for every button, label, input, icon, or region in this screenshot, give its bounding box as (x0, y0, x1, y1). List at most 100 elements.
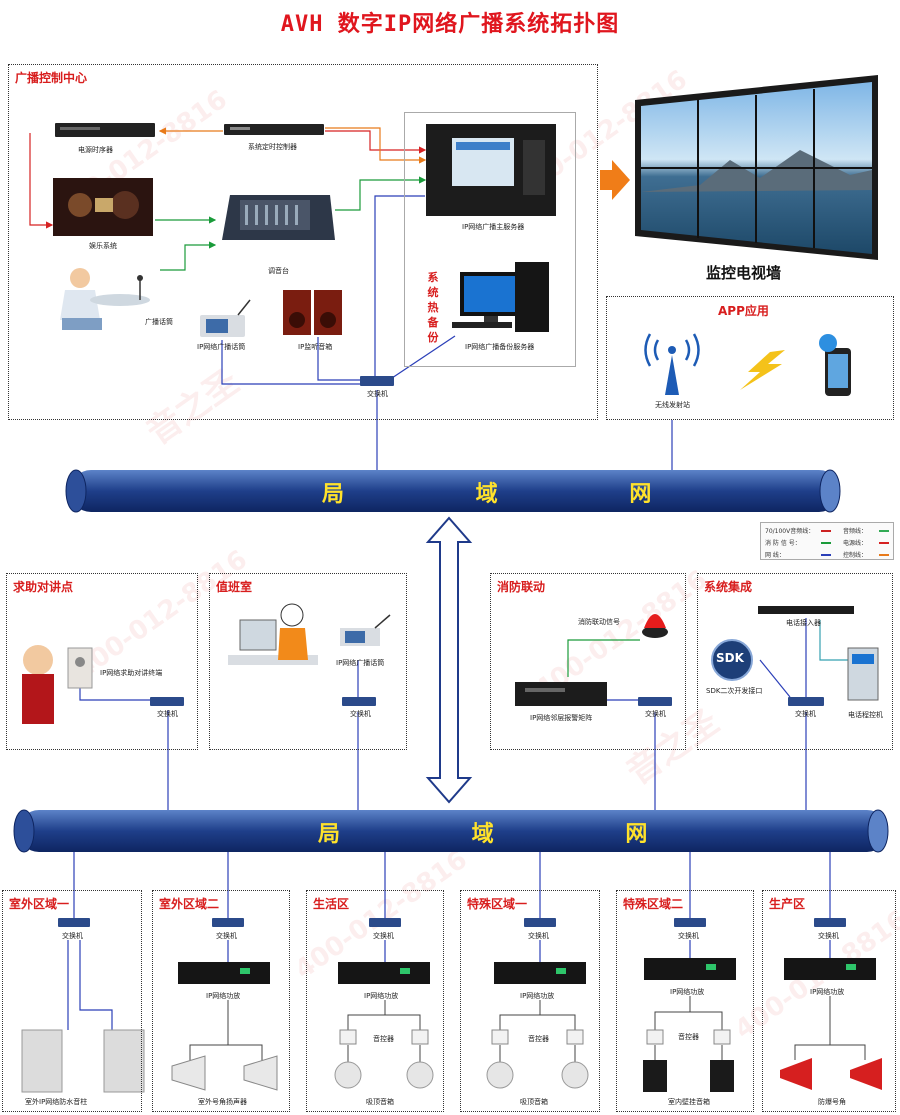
entertainment-device (53, 178, 153, 236)
zone-amp-label: IP网络功放 (520, 992, 555, 1000)
zone4-switch-device (524, 918, 556, 927)
power-sequencer-device (55, 123, 155, 137)
wall-speaker (643, 1060, 667, 1092)
duty-switch-device (342, 697, 376, 706)
zone-switch-label: 交换机 (678, 932, 699, 940)
legend-item: 控制线： (843, 552, 868, 559)
zone-switch-label: 交换机 (528, 932, 549, 940)
integration-switch-label: 交换机 (795, 710, 816, 718)
integration-title: 系统集成 (704, 580, 753, 594)
mixer-label: 调音台 (268, 267, 289, 275)
zone-device-label: 吸顶音箱 (520, 1098, 548, 1106)
zone2-switch-device (212, 918, 244, 927)
duty-room-desk (228, 603, 318, 665)
legend-item: 70/100V音频线： (765, 528, 815, 535)
zone-ctrl-label: 音控器 (678, 1033, 699, 1041)
control-center-panel: 广播控制中心 (8, 64, 598, 420)
pbx-device (847, 647, 879, 701)
lan-backbone-lower (13, 809, 889, 853)
page-title: AVH 数字IP网络广播系统拓扑图 (280, 12, 620, 37)
legend: 70/100V音频线： 音频线： 消 防 信 号： 电源线： 网 线： 控制线： (760, 522, 894, 560)
zone3-switch-device (369, 918, 401, 927)
zone-device-label: 室外号角扬声器 (198, 1098, 247, 1106)
phone-access-label: 电话接入器 (786, 619, 821, 627)
ceiling-speaker (406, 1061, 434, 1089)
sdk-logo-text: SDK (716, 651, 744, 665)
cc-switch-label: 交换机 (367, 390, 388, 398)
zone-title: 特殊区域一 (467, 897, 528, 911)
help-switch-device (150, 697, 184, 706)
zone5-amp-device (644, 958, 736, 980)
sdk-label: SDK二次开发接口 (706, 687, 763, 695)
zone-title: 室外区域二 (159, 897, 220, 911)
entertainment-label: 娱乐系统 (89, 242, 117, 250)
zone-amp-label: IP网络功放 (810, 988, 845, 996)
zone6-amp-device (784, 958, 876, 980)
volume-control (339, 1029, 357, 1045)
help-point-title: 求助对讲点 (13, 580, 74, 594)
duty-mic-label: IP网络广播话筒 (336, 659, 385, 667)
zone-device-label: 吸顶音箱 (366, 1098, 394, 1106)
ceiling-speaker (561, 1061, 589, 1089)
zone-amp-label: IP网络功放 (670, 988, 705, 996)
video-wall-label: 监控电视墙 (706, 264, 782, 282)
ip-paging-mic-device (200, 299, 251, 337)
zone-ctrl-label: 音控器 (528, 1035, 549, 1043)
fire-link-panel: 消防联动 (490, 573, 686, 750)
horn-speaker (243, 1055, 278, 1091)
zone-switch-label: 交换机 (818, 932, 839, 940)
alarm-matrix-device (515, 682, 607, 706)
duty-mic-device (340, 614, 391, 646)
help-terminal-label: IP网络求助对讲终端 (100, 669, 163, 677)
timer-controller-label: 系统定时控制器 (248, 143, 297, 151)
cc-switch-device (360, 376, 394, 386)
hot-backup-label: 系统热备份 (427, 271, 439, 344)
main-server-label: IP网络广播主服务器 (462, 223, 525, 231)
broadcast-mic-person (60, 268, 150, 330)
lan-backbone-upper (65, 469, 841, 513)
integration-panel: 系统集成 (697, 573, 893, 750)
legend-item: 消 防 信 号： (765, 540, 801, 547)
duty-switch-label: 交换机 (350, 710, 371, 718)
zone-panel-4: 特殊区域一 (460, 890, 600, 1112)
zone-switch-label: 交换机 (216, 932, 237, 940)
horn-speaker (171, 1055, 206, 1091)
main-server-device (426, 124, 556, 216)
legend-item: 网 线： (765, 552, 785, 559)
phone-access-device (758, 606, 854, 614)
fire-switch-label: 交换机 (645, 710, 666, 718)
zone-device-label: 防爆号角 (818, 1098, 846, 1106)
help-person (22, 645, 54, 724)
fire-alarm-light (642, 614, 668, 638)
volume-control (491, 1029, 509, 1045)
legend-item: 音频线： (843, 528, 868, 535)
fire-switch-device (638, 697, 672, 706)
volume-control (646, 1029, 664, 1045)
alarm-matrix-label: IP网络邻层报警矩阵 (530, 714, 593, 722)
zone-title: 特殊区域二 (623, 897, 684, 911)
backup-server-label: IP网络广播备份服务器 (465, 343, 535, 351)
zone-ctrl-label: 音控器 (373, 1035, 394, 1043)
ip-monitor-speaker-label: IP监听音箱 (298, 343, 333, 351)
zone-title: 生活区 (313, 897, 350, 911)
ceiling-speaker (334, 1061, 362, 1089)
explosion-proof-horn (780, 1058, 812, 1090)
volume-control (411, 1029, 429, 1045)
duty-room-panel: 值班室 (209, 573, 407, 750)
wireless-tower-icon (644, 333, 700, 395)
zone6-switch-device (814, 918, 846, 927)
explosion-proof-horn (850, 1058, 882, 1090)
pbx-label: 电话程控机 (848, 711, 883, 719)
zone5-switch-device (674, 918, 706, 927)
server-group-box (404, 112, 576, 367)
zone-panel-3: 生活区 (306, 890, 444, 1112)
timer-controller-device (224, 124, 324, 135)
mixer-device (222, 195, 335, 240)
zone3-amp-device (338, 962, 430, 984)
help-switch-label: 交换机 (157, 710, 178, 718)
control-center-title: 广播控制中心 (15, 71, 88, 85)
zone-panel-6: 生产区 (762, 890, 896, 1112)
ip-monitor-speaker-device (283, 290, 342, 335)
